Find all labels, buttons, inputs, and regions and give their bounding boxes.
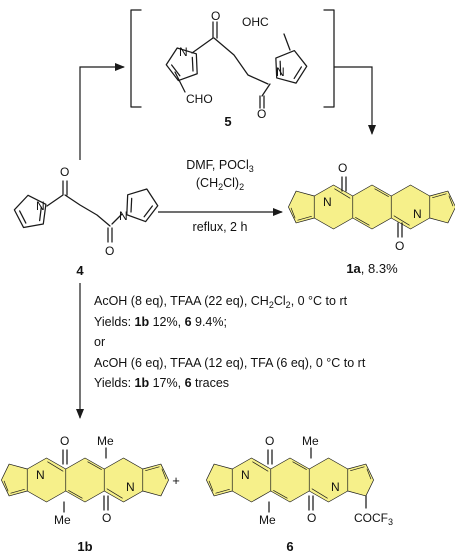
- compound-6-label: 6: [286, 539, 293, 554]
- plus-sign: +: [172, 473, 180, 488]
- compound-1b-me-bottom: Me: [54, 513, 71, 527]
- compound-4-n-right: N: [119, 209, 128, 223]
- compound-1b-n-right: N: [126, 480, 135, 494]
- compound-6: O O Me Me N N COCF3 6: [206, 434, 393, 554]
- intermediate-5: N O CHO N O OHC 5: [130, 9, 335, 129]
- compound-6-n-right: N: [331, 480, 340, 494]
- step1-reagents: DMF, POCl3: [186, 158, 254, 174]
- compound-1a-label: 1a, 8.3%: [346, 261, 398, 276]
- compound-1b-me-top: Me: [97, 434, 114, 448]
- compound-1b-label: 1b: [77, 539, 92, 554]
- intermediate-n2: N: [276, 65, 285, 79]
- compound-1a-n-right: N: [413, 207, 422, 221]
- compound-4-label: 4: [76, 263, 84, 278]
- step2-line2: Yields: 1b 12%, 6 9.4%;: [94, 315, 227, 329]
- intermediate-o2: O: [257, 107, 266, 121]
- compound-1b: O O Me Me N N 1b: [1, 434, 169, 554]
- step2-line1: AcOH (8 eq), TFAA (22 eq), CH2Cl2, 0 °C …: [94, 294, 348, 310]
- compound-1a-o-bottom: O: [395, 239, 404, 253]
- intermediate-cho-bottom: CHO: [186, 92, 213, 106]
- intermediate-o1: O: [211, 9, 220, 23]
- step1-conditions: reflux, 2 h: [193, 220, 248, 234]
- compound-4-o-top: O: [60, 165, 69, 179]
- compound-6-me-bottom: Me: [259, 513, 276, 527]
- compound-1a-n-left: N: [323, 195, 332, 209]
- step1-solvent: (CH2Cl)2: [196, 176, 244, 192]
- step2-line5: Yields: 1b 17%, 6 traces: [94, 376, 229, 390]
- compound-1a: O O N N 1a, 8.3%: [288, 161, 455, 276]
- compound-4: N O O N 4: [11, 165, 163, 278]
- intermediate-cho-top: OHC: [242, 15, 269, 29]
- compound-4-n-left: N: [36, 199, 45, 213]
- compound-6-substituent: COCF3: [354, 511, 393, 527]
- compound-6-me-top: Me: [302, 434, 319, 448]
- compound-4-o-bottom: O: [105, 244, 114, 258]
- compound-1b-o-bottom: O: [102, 511, 111, 525]
- compound-6-o-top: O: [265, 434, 274, 448]
- arrow-from-intermediate: [334, 66, 376, 135]
- compound-1a-o-top: O: [338, 161, 347, 175]
- compound-6-o-bottom: O: [307, 511, 316, 525]
- intermediate-label: 5: [224, 114, 231, 129]
- arrow-to-intermediate: [79, 63, 125, 160]
- compound-1b-n-left: N: [36, 468, 45, 482]
- step2-line4: AcOH (6 eq), TFAA (12 eq), TFA (6 eq), 0…: [94, 356, 366, 370]
- step2-line3: or: [94, 335, 105, 349]
- intermediate-n1: N: [179, 45, 188, 59]
- compound-1b-o-top: O: [60, 434, 69, 448]
- compound-6-n-left: N: [241, 468, 250, 482]
